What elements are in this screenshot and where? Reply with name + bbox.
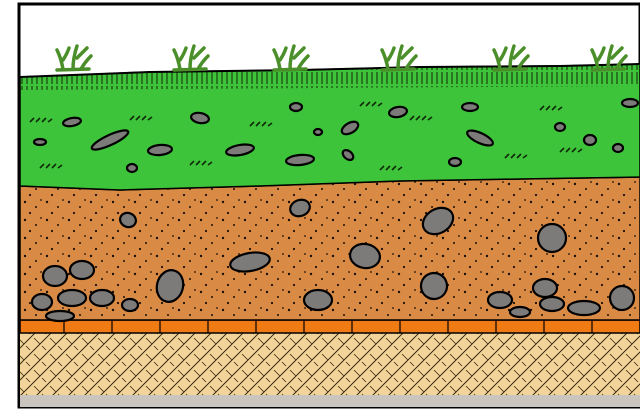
stone xyxy=(32,294,52,310)
stone xyxy=(43,266,67,286)
stone xyxy=(34,139,46,145)
stone xyxy=(510,307,530,317)
stone xyxy=(314,129,322,135)
stone xyxy=(538,224,566,252)
stone xyxy=(533,279,557,297)
stone xyxy=(290,103,302,111)
stone xyxy=(122,299,138,311)
stone xyxy=(58,290,86,306)
clay-pan-band xyxy=(20,320,640,333)
stone xyxy=(70,261,94,279)
stone xyxy=(610,286,634,310)
stone xyxy=(488,292,512,308)
stone xyxy=(555,123,565,131)
stone xyxy=(568,301,600,315)
stone xyxy=(613,144,623,152)
bedrock-layer xyxy=(20,394,640,407)
stone xyxy=(584,135,596,145)
stone xyxy=(462,103,478,111)
stone xyxy=(90,290,114,306)
stone xyxy=(46,311,74,321)
stone xyxy=(127,164,137,172)
stone xyxy=(449,158,461,166)
stone xyxy=(540,297,564,311)
stone xyxy=(304,290,332,310)
parent-material-hatching xyxy=(20,333,640,395)
stone xyxy=(622,99,638,107)
